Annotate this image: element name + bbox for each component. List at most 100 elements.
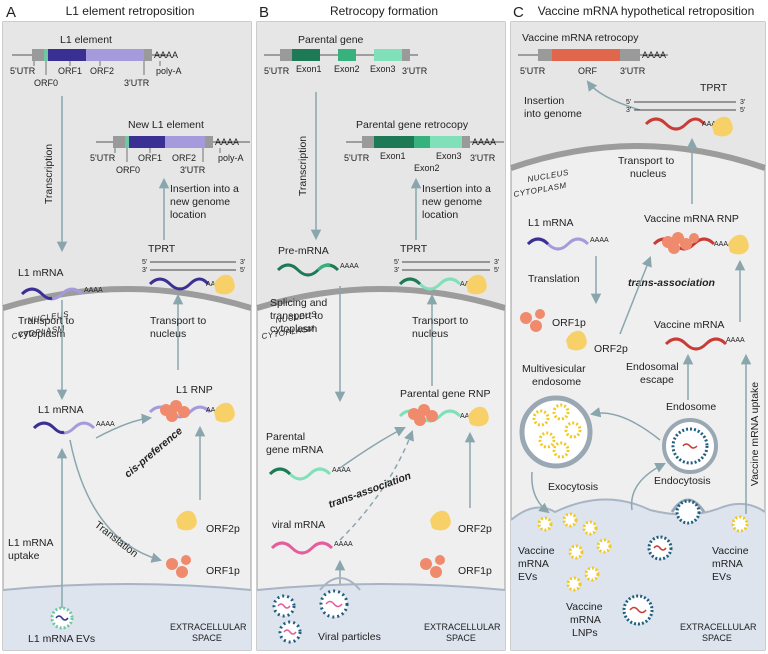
b-pre-mrna-exon2 — [316, 264, 331, 272]
c-ev-right — [731, 515, 749, 533]
b-pre-mrna-polya: AAAA — [340, 263, 359, 270]
panel-a-nuclear-envelope — [2, 286, 252, 311]
panel-c-extracellular — [511, 499, 765, 650]
a-insertion-label-3: location — [170, 209, 206, 221]
vaccine-retrocopy-orf: ORF — [578, 66, 598, 76]
c-tprt-rna-polya: AAAA — [702, 121, 721, 128]
new-l1-orf0: ORF0 — [116, 165, 140, 175]
a-transport-nuc-label-1: Transport to — [150, 315, 206, 327]
a-uptake-label-2: uptake — [8, 550, 40, 562]
a-tprt-5prime-end: 5' — [240, 267, 245, 274]
panel-b-letter: B — [259, 4, 269, 21]
a-l1-mrna-cyto-polya: AAAA — [96, 421, 115, 428]
parental-exon3-block — [374, 49, 402, 61]
c-tprt-3prime: 3' — [626, 107, 631, 114]
b-viral-particles-label: Viral particles — [318, 631, 381, 643]
panel-a-letter: A — [6, 4, 16, 21]
a-transport-cyto-label-2: cytoplasm — [18, 328, 66, 340]
c-evs-left-label-1: Vaccine — [518, 545, 555, 557]
a-l1-mrna-nuc-polya: AAAA — [84, 287, 103, 294]
c-evs-right-label-1: Vaccine — [712, 545, 749, 557]
panel-a-ext-label-1: EXTRACELLULAR — [170, 622, 247, 632]
a-orf1p-protein — [166, 555, 191, 578]
c-endosome-label: Endosome — [666, 401, 716, 413]
a-tprt-orf2p — [214, 274, 235, 295]
a-insertion-label-2: new genome — [170, 196, 230, 208]
panel-c-letter: C — [513, 4, 524, 21]
l1-element-utr5-block — [32, 49, 44, 61]
panel-a: A L1 element retroposition NUCLEUS CYTOP… — [2, 4, 252, 651]
new-l1-utr3-block — [205, 136, 213, 148]
l1-element-utr5: 5'UTR — [10, 66, 36, 76]
b-rnp-label: Parental gene RNP — [400, 388, 490, 400]
l1-element-polya-tail: AAAA — [154, 50, 178, 60]
c-vaccine-rnp-label: Vaccine mRNA RNP — [644, 213, 739, 225]
c-exocytosis-arrow — [531, 471, 550, 514]
panel-a-extracellular — [3, 584, 251, 650]
b-viral-particle-3 — [278, 620, 302, 644]
c-orf2p-label: ORF2p — [594, 343, 628, 355]
l1-element-orf1-block — [48, 49, 86, 61]
a-tprt-5prime: 5' — [142, 259, 147, 266]
retrocopy-utr5-block — [362, 136, 374, 148]
b-viral-particle-2 — [319, 589, 349, 619]
new-l1-orf2: ORF2 — [172, 153, 196, 163]
new-l1-orf1: ORF1 — [138, 153, 162, 163]
a-l1-rnp-orf2p — [214, 402, 235, 423]
c-lnps-label-1: Vaccine — [566, 601, 603, 613]
b-orf1p-protein — [420, 555, 445, 578]
c-lnp-1 — [647, 535, 673, 561]
c-insertion-label-2: into genome — [524, 108, 582, 120]
retrocopy-exon2-block — [414, 136, 430, 148]
b-tprt-5prime-end: 5' — [494, 267, 499, 274]
parental-exon3: Exon3 — [370, 64, 396, 74]
new-l1-utr5-block — [113, 136, 125, 148]
new-l1-utr5: 5'UTR — [90, 153, 116, 163]
retrocopy-exon3-block — [430, 136, 462, 148]
b-splicing-label-1: Splicing and — [270, 297, 327, 309]
c-trans-arrow — [619, 256, 652, 335]
a-l1-rnp-rna — [148, 405, 212, 419]
b-tprt-3prime-end: 3' — [494, 259, 499, 266]
b-tprt-5prime: 5' — [394, 259, 399, 266]
b-viral-entry-pit — [319, 577, 361, 591]
retrocopy-exon2: Exon2 — [414, 163, 440, 173]
l1-element-orf1: ORF1 — [58, 66, 82, 76]
b-orf2p-label: ORF2p — [458, 523, 492, 535]
a-translation-arrow — [69, 439, 163, 563]
c-tprt-label: TPRT — [700, 82, 728, 94]
new-l1-orf2-block — [165, 136, 205, 148]
b-orf1p-label: ORF1p — [458, 565, 492, 577]
c-escape-label-2: escape — [640, 374, 674, 386]
panel-b-ext-label-1: EXTRACELLULAR — [424, 622, 501, 632]
b-insertion-label-2: new genome — [422, 196, 482, 208]
b-mrna-label-1: Parental — [266, 431, 305, 443]
a-l1-rnp-label: L1 RNP — [176, 384, 213, 396]
retrocopy-utr5: 5'UTR — [344, 153, 370, 163]
b-pre-mrna-label: Pre-mRNA — [278, 245, 329, 257]
c-vaccine-rnp-orf2p — [728, 234, 749, 255]
c-exocytosis-label: Exocytosis — [548, 481, 598, 493]
b-orf2p-protein — [430, 510, 451, 531]
c-transport-nuc-label-1: Transport to — [618, 155, 674, 167]
c-endocytosing-lnp — [675, 499, 701, 525]
c-tprt-orf2p — [712, 116, 733, 137]
parental-utr5: 5'UTR — [264, 66, 290, 76]
a-cis-arrow — [95, 413, 153, 439]
c-vaccine-rnp-polya: AAAA — [714, 241, 733, 248]
parental-utr5-block — [280, 49, 292, 61]
a-orf2p-label: ORF2p — [206, 523, 240, 535]
b-insertion-label-1: Insertion into a — [422, 183, 491, 195]
b-parental-mrna-exon1 — [268, 467, 292, 476]
panel-a-title: L1 element retroposition — [66, 4, 195, 18]
b-tprt-rna-exon1 — [398, 277, 422, 286]
a-tprt-rna — [148, 277, 210, 291]
c-tprt-5prime: 5' — [626, 99, 631, 106]
panel-a-plasma-membrane — [2, 583, 252, 591]
panel-a-nucleus-area — [3, 22, 251, 308]
b-insertion-label-3: location — [422, 209, 458, 221]
a-l1-mrna-nuc-label: L1 mRNA — [18, 267, 64, 279]
b-mrna-label-2: gene mRNA — [266, 444, 323, 456]
retrocopy-utr3-block — [462, 136, 470, 148]
panel-c: C Vaccine mRNA hypothetical retropositio… — [510, 4, 766, 651]
